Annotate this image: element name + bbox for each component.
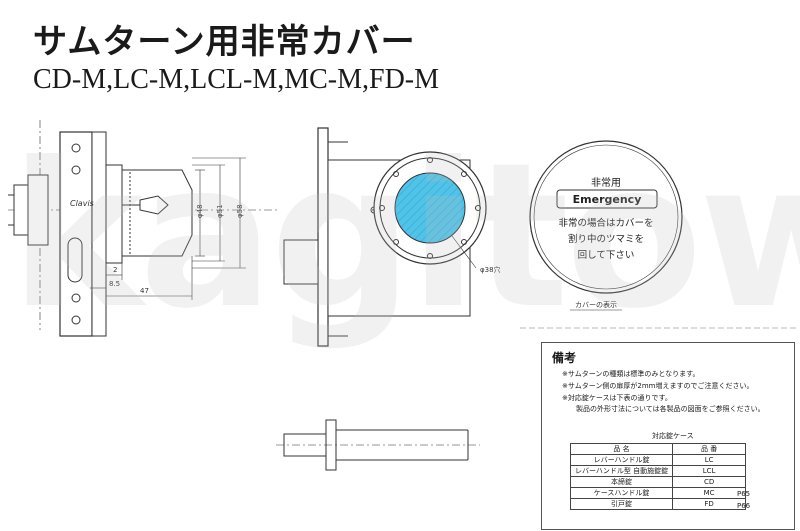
table-cell: レバーハンドル型 自動施錠錠 [569,465,674,477]
dim-phi58: φ58 [236,204,244,218]
dim-phi48: φ48 [196,204,204,218]
door-section-view [283,127,487,347]
table-cell: MC [672,487,747,499]
cover-label-1: 非常用 [591,176,621,189]
cover-face [529,140,683,294]
table-row: ケースハンドル錠 MC [569,487,747,499]
model-list: CD-M,LC-M,LCL-M,MC-M,FD-M [33,64,440,95]
table-row: レバーハンドル錠 LC [569,454,747,466]
top-view [276,419,480,471]
cover-label-5: 回して下さい [578,250,635,261]
brand-mark: Clavis [70,199,94,208]
note-item: ※サムターンの種類は標準のみとなります。 [562,370,700,378]
table-cell: CD [672,476,747,488]
page-title: サムターン用非常カバー [33,22,416,62]
cover-label-2: Emergency [573,193,642,206]
dim-8-5: 8.5 [109,280,120,288]
compatible-lock-table: 品 名 品 番 レバーハンドル錠 LC レバーハンドル型 自動施錠錠 LCL 本… [569,443,747,510]
table-cell: レバーハンドル錠 [569,454,674,466]
page-ref: P65 [737,490,751,498]
cover-label-3: 非常の場合はカバーを [558,217,653,229]
dim-2: 2 [113,266,117,274]
page-ref: P66 [737,502,751,510]
table-row: レバーハンドル型 自動施錠錠 LCL [569,465,747,477]
cover-label-4: 割り中のツマミを [568,233,644,245]
table-row: 本締錠 CD [569,476,747,488]
dim-phi51: φ51 [216,204,224,218]
dim-phi38-hole: φ38穴 [480,265,501,274]
note-item: ※対応錠ケースは下表の通りです。 [562,394,672,402]
notes-panel: 備考 ※サムターンの種類は標準のみとなります。 ※サムターン側の扉厚が2mm増え… [541,342,795,530]
table-cell: FD [672,498,747,510]
table-cell: 引戸錠 [569,498,674,510]
table-cell: LCL [672,465,747,477]
note-item: ※サムターン側の扉厚が2mm増えますのでご注意ください。 [562,382,754,390]
note-item: 製品の外形寸法については各製品の図面をご参照ください。 [576,405,765,413]
table-cell: ケースハンドル錠 [569,487,674,499]
table-caption: 対応錠ケース [652,432,694,440]
table-header: 品 番 [672,443,747,455]
dim-47: 47 [140,287,149,295]
notes-heading: 備考 [552,351,577,365]
table-header-row: 品 名 品 番 [569,443,747,455]
side-view [8,120,280,337]
cover-face-caption: カバーの表示 [575,300,617,309]
table-cell: 本締錠 [569,476,674,488]
table-header: 品 名 [569,443,674,455]
table-cell: LC [672,454,747,466]
table-row: 引戸錠 FD [569,498,747,510]
